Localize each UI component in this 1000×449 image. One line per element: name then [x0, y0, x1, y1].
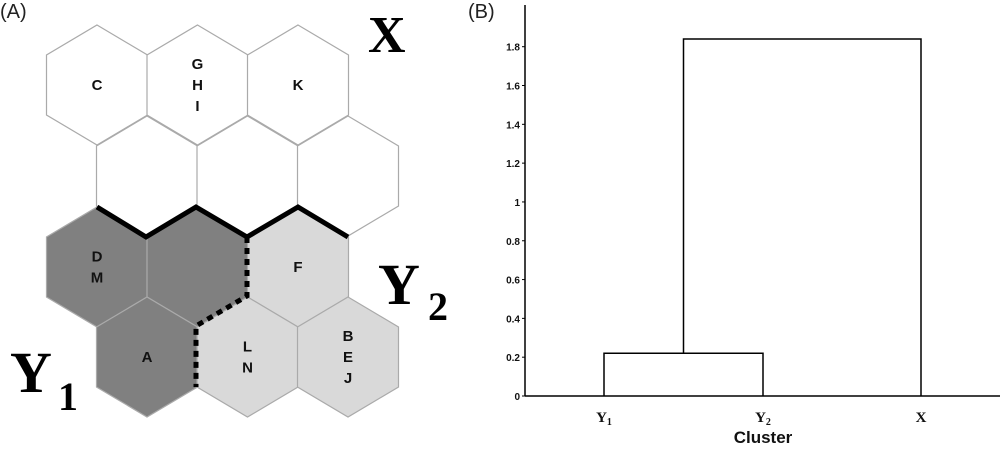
hex-cell-label: L: [243, 339, 252, 356]
hex-cell-label: C: [92, 77, 103, 94]
panel-b-label: (B): [468, 1, 495, 23]
hex-cell-label: D: [92, 249, 103, 266]
hex-cell-label: B: [343, 328, 354, 345]
y-tick-label: 0: [514, 392, 520, 403]
hex-cell-x: [246, 24, 350, 146]
cluster-y2-label: Y: [378, 252, 420, 317]
hex-cell-label: M: [91, 270, 104, 287]
hex-cell-label: H: [192, 77, 203, 94]
x-tick-label: X: [916, 410, 927, 426]
y-tick-label: 0.8: [506, 237, 520, 248]
hex-cell-label: J: [344, 370, 352, 387]
y-tick-label: 1.8: [506, 43, 520, 54]
hex-cell-label: I: [195, 98, 199, 115]
x-axis-title: Cluster: [734, 428, 793, 447]
y-tick-label: 1.6: [506, 82, 520, 93]
y1-y2-boundary-line: [193, 237, 250, 387]
y-tick-label: 0.6: [506, 276, 520, 287]
cluster-y1-label: Y: [10, 340, 52, 405]
dendrogram-merge-y1-y2: [603, 352, 764, 396]
hex-cell-label: A: [142, 349, 153, 366]
dendrogram: 0 0.2 0.4 0.6 0.8 1 1.2 1.4 1.6 1.8Y1 Y2 X Cluster: [506, 5, 1000, 447]
cluster-y2-subscript: 2: [428, 284, 448, 329]
y-tick-label: 1.2: [506, 159, 520, 170]
hex-cell-label: N: [242, 360, 253, 377]
dendrogram-merge-y-x: [682, 38, 922, 396]
x-tick-label: Y1: [596, 410, 612, 428]
x-boundary-line: [95, 204, 350, 240]
hex-cell-label: E: [343, 349, 353, 366]
y-tick-label: 0.2: [506, 353, 520, 364]
y-tick-label: 0.4: [506, 314, 520, 325]
y-tick-label: 1.4: [506, 120, 520, 131]
hex-cell-label: F: [293, 259, 302, 276]
hex-cell-y2: [296, 296, 400, 418]
x-tick-label: Y2: [755, 410, 771, 428]
hex-cell-label: K: [293, 77, 304, 94]
hex-cell-label: G: [192, 56, 204, 73]
cluster-y1-subscript: 1: [58, 374, 78, 419]
som-hex-grid: C GHI K DM F A LN BEJ: [45, 24, 400, 418]
panel-a-label: (A): [0, 1, 27, 23]
cluster-x-label: X: [368, 7, 406, 64]
y-tick-label: 1: [514, 198, 520, 209]
